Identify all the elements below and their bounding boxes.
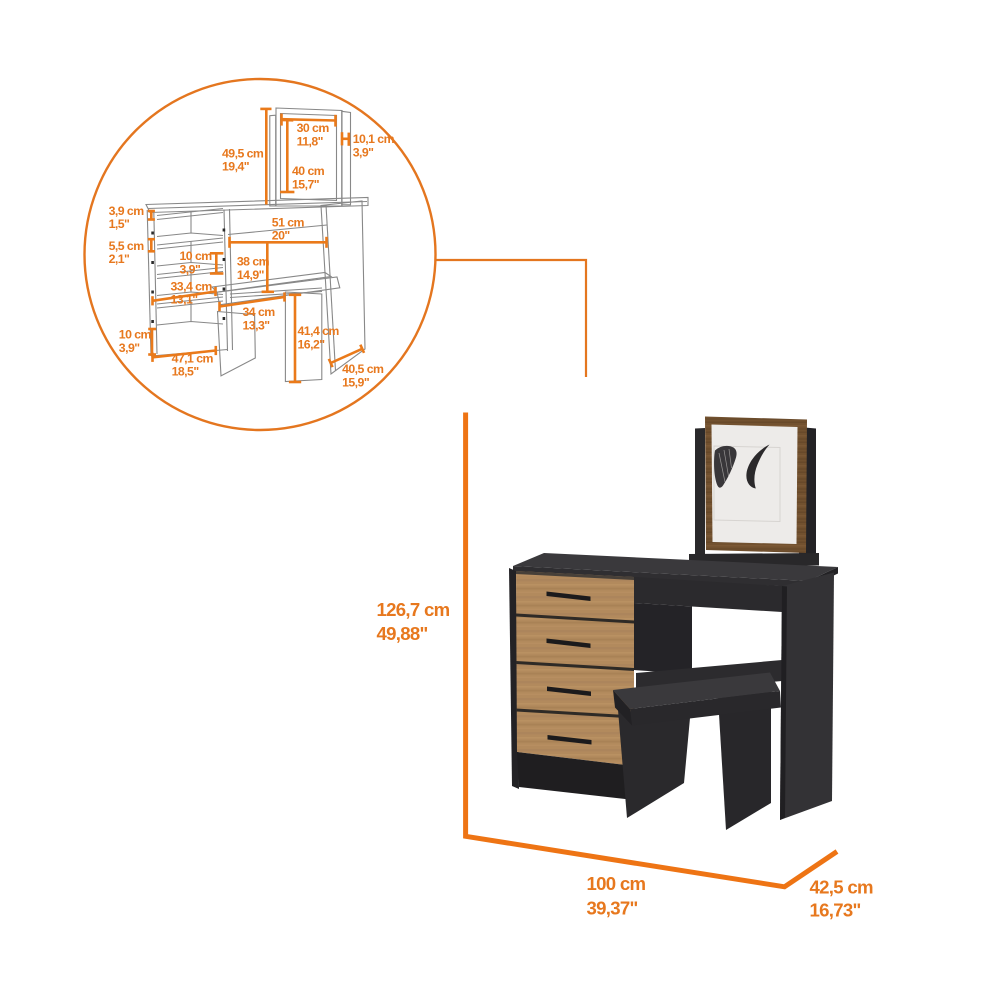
svg-text:10 cm: 10 cm <box>119 328 152 342</box>
svg-text:16,73": 16,73" <box>810 900 861 921</box>
svg-text:126,7 cm: 126,7 cm <box>377 599 450 620</box>
svg-text:33,4 cm: 33,4 cm <box>171 279 213 293</box>
svg-text:51 cm: 51 cm <box>272 215 305 229</box>
svg-text:13,1": 13,1" <box>171 293 199 307</box>
svg-text:42,5 cm: 42,5 cm <box>810 877 873 898</box>
svg-text:18,5": 18,5" <box>172 365 200 379</box>
svg-text:5,5 cm: 5,5 cm <box>109 239 145 253</box>
svg-text:39,37": 39,37" <box>587 898 638 919</box>
svg-text:49,5 cm: 49,5 cm <box>222 146 264 160</box>
svg-text:1,5": 1,5" <box>109 217 130 231</box>
svg-text:11,8": 11,8" <box>297 134 324 148</box>
svg-text:34 cm: 34 cm <box>243 305 276 319</box>
svg-text:13,3": 13,3" <box>243 319 271 333</box>
svg-text:20": 20" <box>272 229 291 243</box>
svg-text:30 cm: 30 cm <box>297 121 330 135</box>
svg-text:3,9": 3,9" <box>119 341 140 355</box>
svg-text:3,9": 3,9" <box>353 145 374 159</box>
svg-text:10 cm: 10 cm <box>180 249 213 263</box>
svg-text:19,4": 19,4" <box>222 160 250 174</box>
svg-text:16,2": 16,2" <box>298 338 326 352</box>
svg-text:10,1 cm: 10,1 cm <box>353 132 395 146</box>
svg-text:40 cm: 40 cm <box>292 164 325 178</box>
svg-text:38 cm: 38 cm <box>237 255 270 269</box>
svg-text:49,88": 49,88" <box>377 623 428 644</box>
svg-text:41,4 cm: 41,4 cm <box>298 324 340 338</box>
svg-text:47,1 cm: 47,1 cm <box>172 351 214 365</box>
svg-text:15,7": 15,7" <box>292 177 320 191</box>
svg-text:2,1": 2,1" <box>109 252 130 266</box>
svg-text:14,9": 14,9" <box>237 268 265 282</box>
svg-text:40,5 cm: 40,5 cm <box>342 362 384 376</box>
svg-text:100 cm: 100 cm <box>587 873 646 894</box>
svg-text:3,9 cm: 3,9 cm <box>109 204 145 218</box>
svg-text:15,9": 15,9" <box>342 376 370 390</box>
svg-text:3,9": 3,9" <box>180 262 201 276</box>
